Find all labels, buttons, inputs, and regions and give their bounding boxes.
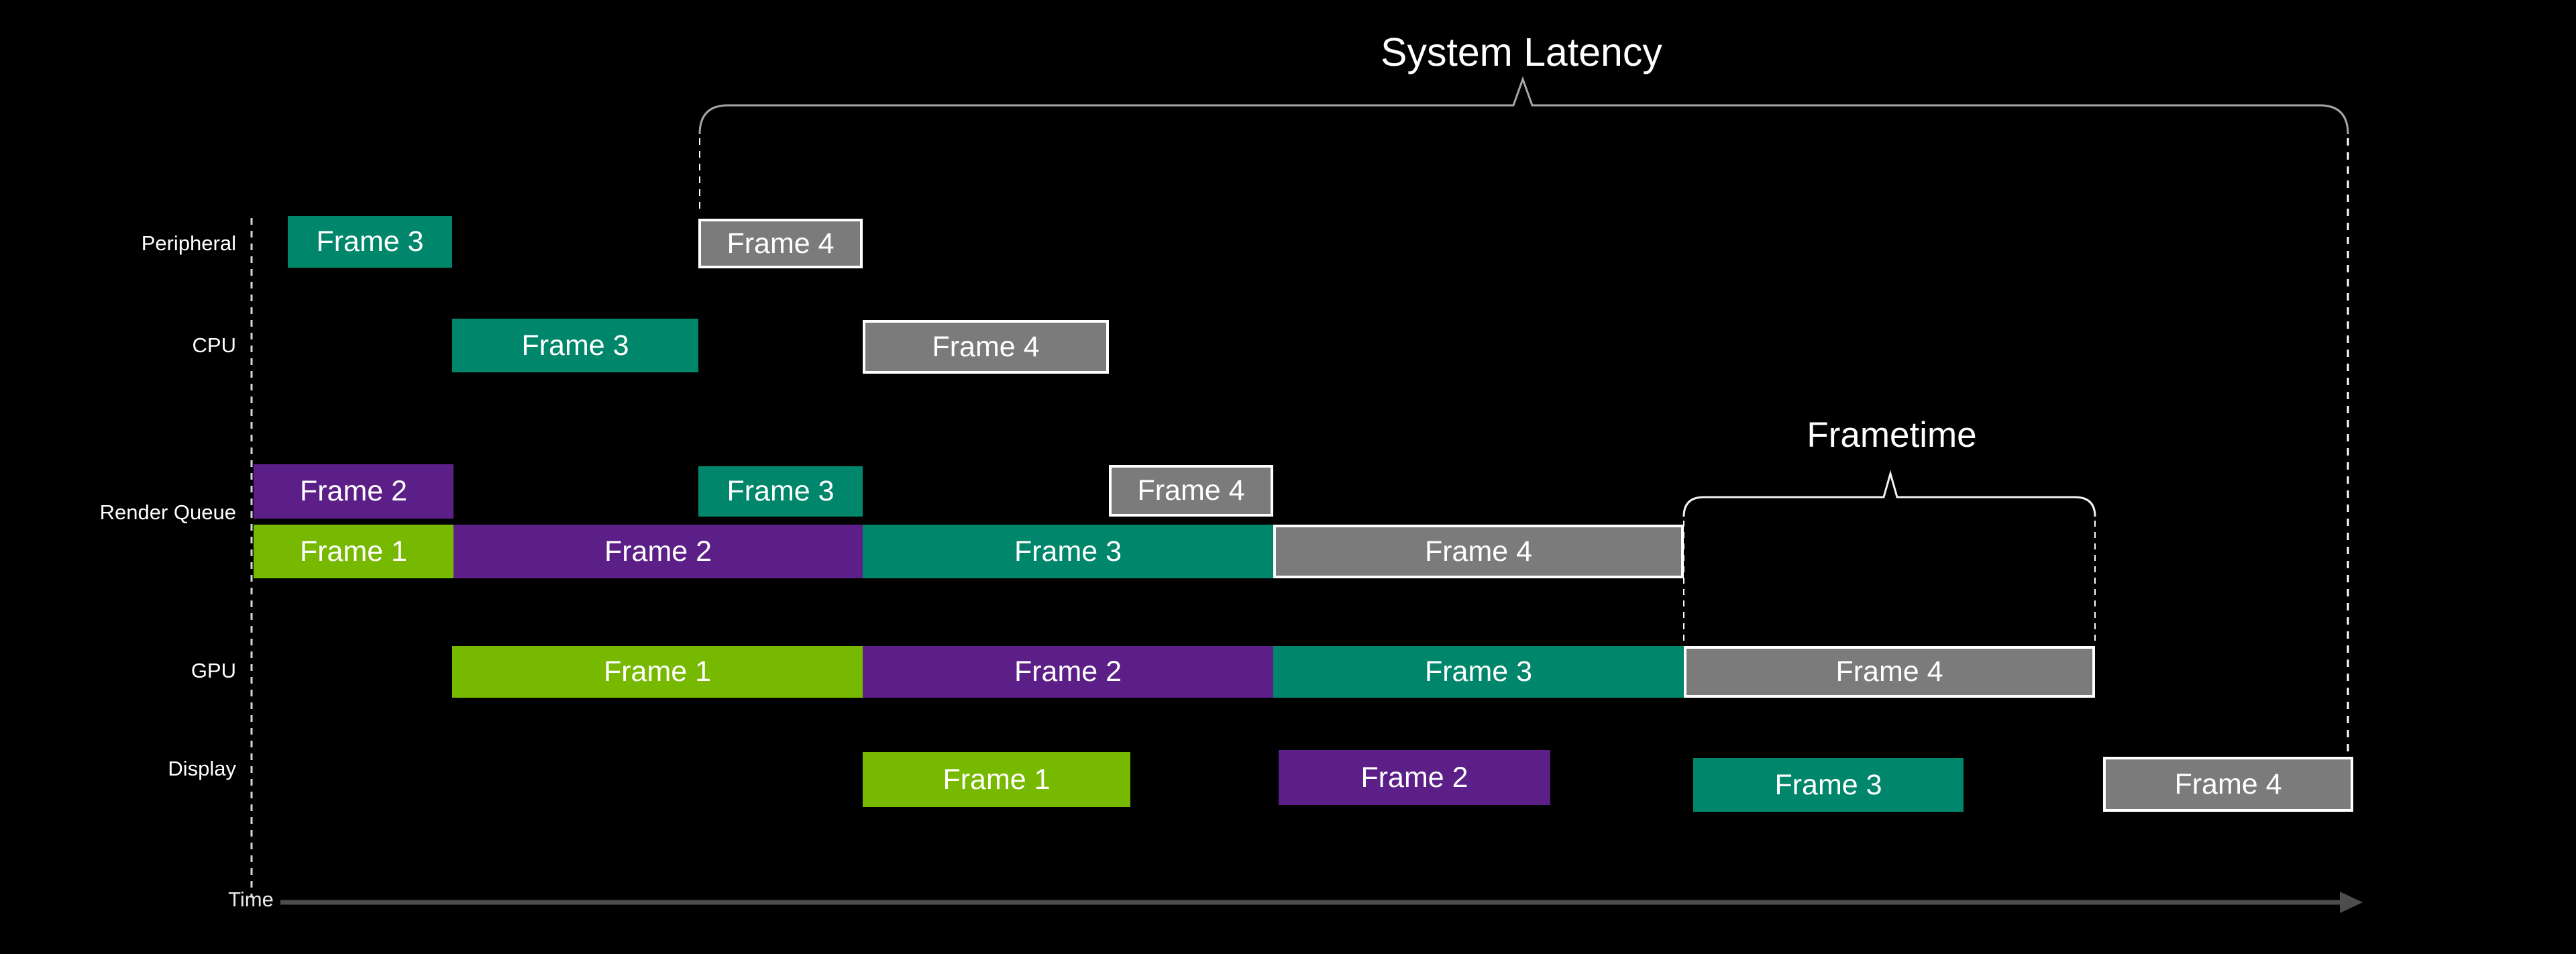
timeline-bar-frame-3: Frame 3 [288,216,452,268]
row-label-cpu: CPU [192,333,236,357]
timeline-bar-frame-4: Frame 4 [1109,465,1273,517]
timeline-bar-frame-4: Frame 4 [1684,646,2095,698]
frametime-brace [1682,470,2096,517]
frametime-title: Frametime [1807,415,1977,455]
time-axis-arrowhead [2340,892,2363,913]
timeline-bar-frame-4: Frame 4 [1273,525,1684,578]
timeline-bar-frame-3: Frame 3 [1273,646,1684,698]
row-label-render-queue: Render Queue [99,500,236,524]
timeline-bar-frame-2: Frame 2 [863,646,1273,698]
timeline-bar-frame-3: Frame 3 [863,525,1273,578]
system-latency-brace [698,76,2349,135]
timeline-bar-frame-2: Frame 2 [254,464,453,519]
timeline-bar-frame-4: Frame 4 [863,320,1109,374]
row-label-gpu: GPU [191,659,236,682]
timeline-bar-frame-3: Frame 3 [452,319,698,372]
row-label-display: Display [168,757,236,780]
timeline-bar-frame-4: Frame 4 [698,219,863,268]
timeline-bar-frame-3: Frame 3 [698,466,863,517]
timeline-bar-frame-3: Frame 3 [1693,758,1964,812]
timeline-bar-frame-1: Frame 1 [254,525,453,578]
timeline-bar-frame-2: Frame 2 [453,525,863,578]
system-latency-title: System Latency [1381,30,1662,74]
timeline-bar-frame-1: Frame 1 [452,646,863,698]
timeline-bar-frame-1: Frame 1 [863,752,1130,807]
timeline-bar-frame-2: Frame 2 [1279,750,1550,805]
time-axis-label: Time [228,888,274,911]
row-label-peripheral: Peripheral [141,231,236,255]
timeline-bar-frame-4: Frame 4 [2103,757,2353,812]
